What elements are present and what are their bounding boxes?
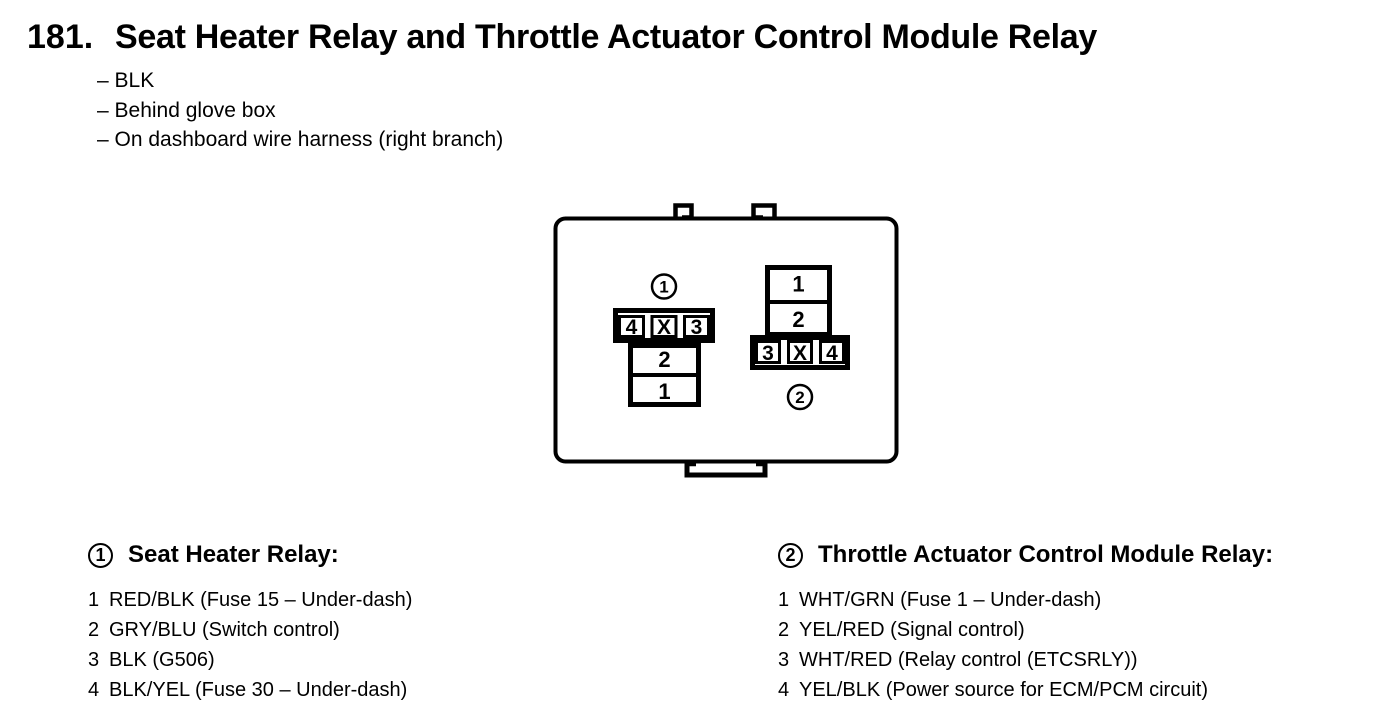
legend-header: 1 Seat Heater Relay: bbox=[88, 540, 412, 570]
legend-throttle-actuator-relay: 2 Throttle Actuator Control Module Relay… bbox=[778, 540, 1273, 705]
relay1-pin-label: 3 bbox=[691, 316, 703, 339]
legend-item: 3 WHT/RED (Relay control (ETCSRLY)) bbox=[778, 645, 1273, 675]
legend-ref-circle: 2 bbox=[778, 542, 803, 568]
pin-number: 4 bbox=[778, 679, 790, 701]
pin-description: BLK (G506) bbox=[109, 649, 215, 671]
pin-number: 2 bbox=[778, 619, 790, 641]
legend-item: 2 GRY/BLU (Switch control) bbox=[88, 615, 412, 645]
relay1-ref-number: 1 bbox=[659, 278, 668, 297]
top-tab-right-icon bbox=[751, 203, 777, 221]
legend-items: 1 RED/BLK (Fuse 15 – Under-dash) 2 GRY/B… bbox=[88, 585, 412, 705]
relay2-slot-label: 2 bbox=[792, 307, 804, 332]
legend-item: 1 WHT/GRN (Fuse 1 – Under-dash) bbox=[778, 585, 1273, 615]
pin-description: WHT/RED (Relay control (ETCSRLY)) bbox=[799, 649, 1138, 671]
pin-number: 1 bbox=[88, 589, 100, 611]
legend-title: Seat Heater Relay: bbox=[128, 541, 339, 568]
relay2-ref-circle bbox=[786, 383, 814, 411]
pin-description: GRY/BLU (Switch control) bbox=[109, 619, 340, 641]
relay2-pin-label: 3 bbox=[762, 342, 774, 365]
relay2-pin-cell bbox=[819, 340, 845, 364]
pin-number: 3 bbox=[778, 649, 790, 671]
legend-title: Throttle Actuator Control Module Relay: bbox=[818, 541, 1274, 568]
page-title: Seat Heater Relay and Throttle Actuator … bbox=[115, 18, 1098, 56]
relay2-pin-cell bbox=[787, 340, 813, 364]
pin-description: RED/BLK (Fuse 15 – Under-dash) bbox=[109, 589, 413, 611]
pin-description: YEL/BLK (Power source for ECM/PCM circui… bbox=[799, 679, 1208, 701]
relay2-pinout: 1 2 3 X 4 2 bbox=[750, 265, 850, 411]
legend-items: 1 WHT/GRN (Fuse 1 – Under-dash) 2 YEL/RE… bbox=[778, 585, 1273, 705]
pin-description: YEL/RED (Signal control) bbox=[799, 619, 1025, 641]
relay2-ref-number: 2 bbox=[795, 388, 804, 407]
relay2-pin-label: 4 bbox=[826, 342, 838, 365]
note-line: – On dashboard wire harness (right branc… bbox=[97, 128, 504, 151]
legend-ref-circle: 1 bbox=[88, 542, 113, 568]
relay1-pinout: 1 4 X 3 2 1 bbox=[613, 273, 715, 407]
relay1-pin-label: 4 bbox=[626, 316, 638, 339]
legend-item: 1 RED/BLK (Fuse 15 – Under-dash) bbox=[88, 585, 412, 615]
relay1-slot-label: 2 bbox=[658, 347, 670, 372]
relay2-pin-label: X bbox=[793, 342, 807, 365]
connector-outline bbox=[553, 216, 899, 464]
figure-number: 181. bbox=[27, 18, 94, 56]
legend-item: 3 BLK (G506) bbox=[88, 645, 412, 675]
relay1-pin-cell bbox=[683, 315, 710, 338]
legend-item: 2 YEL/RED (Signal control) bbox=[778, 615, 1273, 645]
relay1-pin-label: X bbox=[657, 316, 671, 339]
bottom-tab-icon bbox=[684, 460, 768, 478]
relay2-slot-label: 1 bbox=[792, 272, 804, 297]
legend-item: 4 YEL/BLK (Power source for ECM/PCM circ… bbox=[778, 675, 1273, 705]
legend-header: 2 Throttle Actuator Control Module Relay… bbox=[778, 540, 1273, 570]
legend-item: 4 BLK/YEL (Fuse 30 – Under-dash) bbox=[88, 675, 412, 705]
relay1-ref-circle bbox=[650, 273, 678, 300]
connector-diagram: 1 4 X 3 2 1 1 2 3 X 4 2 bbox=[553, 203, 899, 478]
relay2-pin-cell bbox=[755, 340, 781, 364]
pin-number: 3 bbox=[88, 649, 100, 671]
relay1-slot-label: 1 bbox=[658, 379, 670, 404]
note-line: – BLK bbox=[97, 69, 155, 92]
pin-description: BLK/YEL (Fuse 30 – Under-dash) bbox=[109, 679, 408, 701]
top-tab-left-icon bbox=[673, 203, 694, 221]
pin-number: 2 bbox=[88, 619, 100, 641]
pin-description: WHT/GRN (Fuse 1 – Under-dash) bbox=[799, 589, 1102, 611]
note-line: – Behind glove box bbox=[97, 98, 276, 122]
pin-number: 4 bbox=[88, 679, 100, 701]
location-notes: – BLK – Behind glove box – On dashboard … bbox=[97, 66, 503, 155]
legend-seat-heater-relay: 1 Seat Heater Relay: 1 RED/BLK (Fuse 15 … bbox=[88, 540, 412, 705]
relay1-pin-cell bbox=[650, 315, 678, 338]
pin-number: 1 bbox=[778, 589, 790, 611]
relay1-pin-cell bbox=[618, 315, 645, 338]
